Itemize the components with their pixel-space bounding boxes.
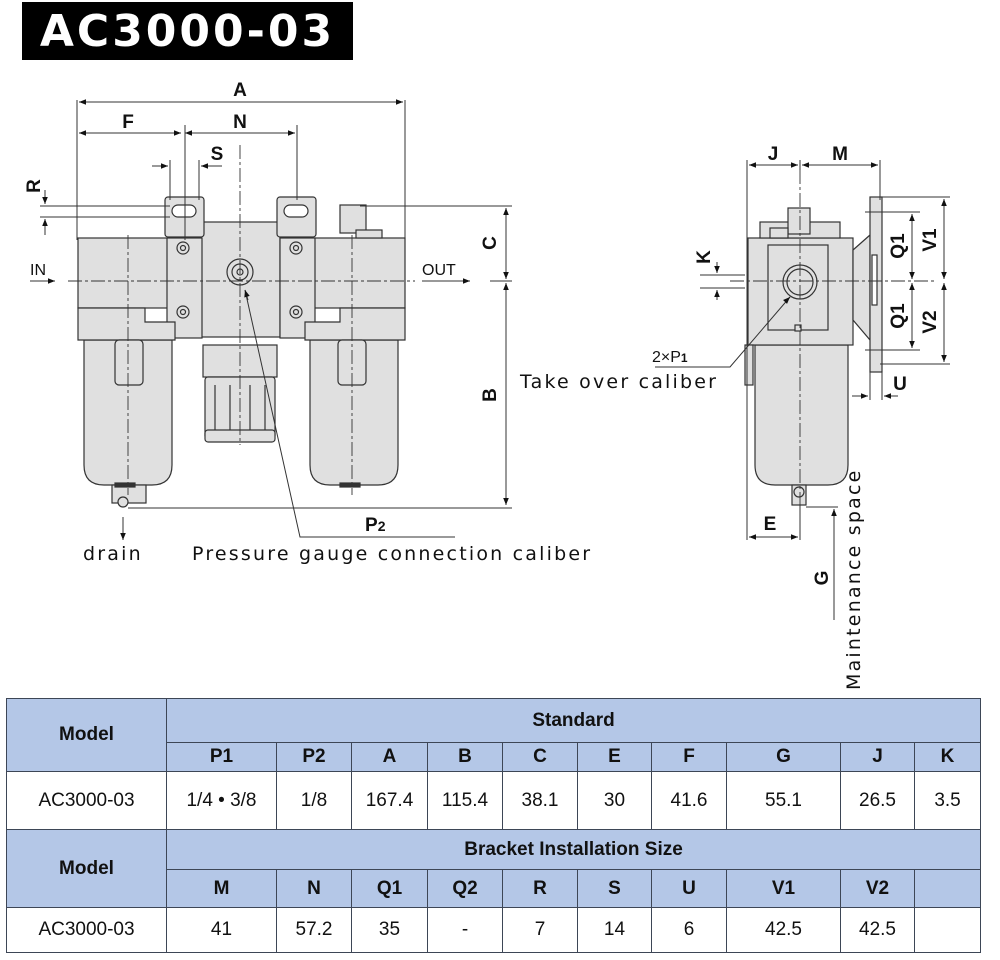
side-bowl	[754, 344, 849, 486]
model-cell: AC3000-03	[6, 907, 167, 953]
left-filter-bowl	[83, 339, 173, 486]
dim-label-u: U	[893, 374, 907, 395]
group-header-standard: Standard	[165, 698, 982, 743]
group-header-bracket: Bracket Installation Size	[165, 829, 982, 870]
dim-label-c: C	[480, 236, 501, 250]
column-header: U	[651, 869, 727, 908]
value-cell: 41.6	[651, 771, 727, 830]
value-cell: 7	[502, 907, 578, 953]
left-body	[77, 237, 179, 309]
column-header: R	[502, 869, 578, 908]
value-cell: 35	[351, 907, 428, 953]
column-header: M	[166, 869, 277, 908]
column-header: Q1	[351, 869, 428, 908]
column-header: G	[726, 742, 841, 772]
dim-label-g: G	[812, 571, 833, 586]
value-cell: 41	[166, 907, 277, 953]
value-cell: -	[427, 907, 503, 953]
column-header: Q2	[427, 869, 503, 908]
value-cell: 57.2	[276, 907, 352, 953]
column-header: V2	[840, 869, 915, 908]
p2-main: P	[365, 515, 378, 536]
dim-label-m: M	[832, 144, 848, 165]
column-header: S	[577, 869, 652, 908]
table-row: AC3000-03 1/4 • 3/8 1/8 167.4 115.4 38.1…	[6, 771, 982, 830]
model-title-badge: AC3000-03	[22, 2, 353, 60]
port-in-label: IN	[30, 262, 46, 279]
p1-label: 2×P1	[652, 349, 688, 366]
dim-label-s: S	[211, 144, 224, 165]
p2-label: P2	[365, 515, 386, 536]
value-cell: 42.5	[840, 907, 915, 953]
p2-sub: 2	[378, 518, 386, 534]
column-header: P2	[276, 742, 352, 772]
column-header: A	[351, 742, 428, 772]
value-cell	[913, 907, 982, 953]
model-cell: AC3000-03	[6, 771, 167, 830]
value-cell: 55.1	[726, 771, 841, 830]
standard-dimensions-table: Model Standard P1 P2 A B C E F G J K AC3…	[6, 698, 982, 830]
column-header: P1	[166, 742, 277, 772]
dim-label-a: A	[233, 80, 247, 101]
drain-valve	[111, 484, 147, 504]
column-header: B	[427, 742, 503, 772]
maintenance-note: Maintenance space	[843, 468, 865, 690]
dim-label-q1-upper: Q1	[888, 233, 909, 259]
value-cell: 30	[577, 771, 652, 830]
value-cell: 6	[651, 907, 727, 953]
column-header: K	[913, 742, 982, 772]
dim-label-j: J	[768, 144, 779, 165]
p1-sub: 1	[681, 351, 688, 365]
right-lubricator-bowl	[309, 339, 399, 486]
value-cell: 1/4 • 3/8	[166, 771, 277, 830]
dim-label-v1: V1	[920, 228, 941, 252]
dim-label-q1-lower: Q1	[888, 303, 909, 329]
dim-label-b: B	[480, 388, 501, 402]
model-header: Model	[6, 698, 167, 772]
front-view	[77, 196, 406, 508]
dim-label-n: N	[233, 112, 247, 133]
drain-label: drain	[83, 543, 143, 565]
value-cell: 38.1	[502, 771, 578, 830]
dim-label-f: F	[122, 112, 134, 133]
column-header: J	[840, 742, 915, 772]
column-header	[913, 869, 982, 908]
side-view	[744, 196, 883, 506]
model-header: Model	[6, 829, 167, 908]
value-cell: 115.4	[427, 771, 503, 830]
column-header: C	[502, 742, 578, 772]
dim-label-e: E	[764, 514, 777, 535]
value-cell: 167.4	[351, 771, 428, 830]
port-out-label: OUT	[422, 262, 456, 279]
column-header: V1	[726, 869, 841, 908]
dim-label-k: K	[694, 250, 715, 264]
column-header: F	[651, 742, 727, 772]
p1-main: 2×P	[652, 349, 681, 366]
table-row: AC3000-03 41 57.2 35 - 7 14 6 42.5 42.5	[6, 907, 982, 953]
value-cell: 42.5	[726, 907, 841, 953]
column-header: E	[577, 742, 652, 772]
gauge-note: Pressure gauge connection caliber	[192, 543, 592, 565]
bracket-installation-table: Model Bracket Installation Size M N Q1 Q…	[6, 829, 982, 953]
dim-label-v2: V2	[920, 310, 941, 333]
dim-label-r: R	[24, 179, 45, 193]
takeover-note: Take over caliber	[519, 371, 718, 393]
right-body	[304, 237, 406, 309]
value-cell: 1/8	[276, 771, 352, 830]
value-cell: 14	[577, 907, 652, 953]
value-cell: 3.5	[913, 771, 982, 830]
technical-drawing: A F N S R C B IN OUT P2 drain Pressure g…	[24, 80, 950, 690]
column-header: N	[276, 869, 352, 908]
value-cell: 26.5	[840, 771, 915, 830]
